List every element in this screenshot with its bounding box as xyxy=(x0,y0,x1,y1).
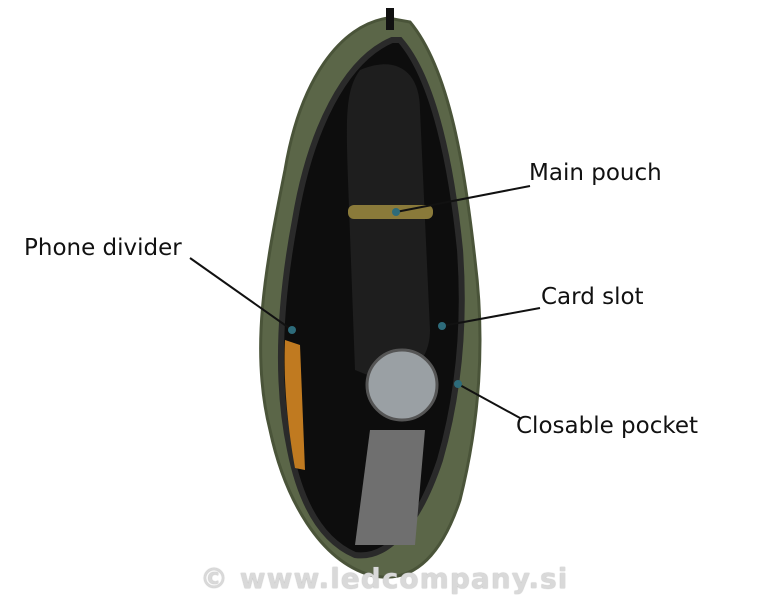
label-closable-pocket: Closable pocket xyxy=(516,413,699,439)
zipper-pull xyxy=(386,8,394,30)
flashlight-head xyxy=(365,348,439,422)
leader-main-pouch xyxy=(395,185,531,213)
marker-closable-pocket xyxy=(454,380,462,388)
marker-main-pouch xyxy=(392,208,400,216)
leader-closable-pocket xyxy=(457,383,521,419)
watermark: © www.ledcompany.si xyxy=(200,562,569,595)
leader-phone-divider xyxy=(189,257,293,331)
leader-card-slot xyxy=(441,307,541,327)
marker-card-slot xyxy=(438,322,446,330)
label-main-pouch: Main pouch xyxy=(529,160,662,186)
leader-lines xyxy=(189,185,541,419)
flashlight-body xyxy=(355,430,425,545)
label-phone-divider: Phone divider xyxy=(24,235,182,261)
inner-tube xyxy=(346,64,430,381)
label-card-slot: Card slot xyxy=(541,284,644,310)
orange-item xyxy=(284,340,305,470)
marker-phone-divider xyxy=(288,326,296,334)
